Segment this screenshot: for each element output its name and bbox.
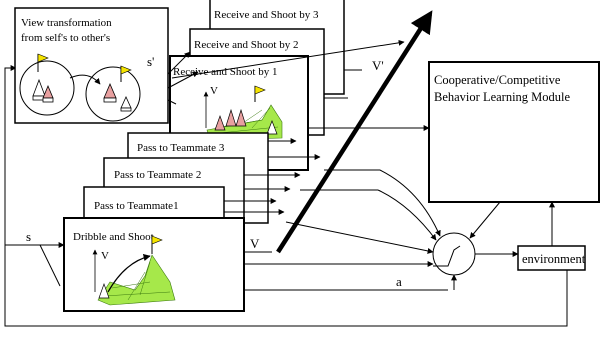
robot-icon: [42, 84, 54, 103]
robot-icon: [120, 96, 132, 112]
view-transform-line2: from self's to other's: [21, 32, 110, 44]
flag-icon: [120, 65, 132, 82]
view-transformation-box: View transformation from self's to other…: [14, 7, 169, 124]
dribble-shoot-box: Dribble and Shoot V: [63, 217, 245, 312]
environment-label: environment: [522, 252, 586, 266]
signal-s: s: [26, 229, 31, 244]
learning-module-box: Cooperative/Competitive Behavior Learnin…: [428, 61, 600, 203]
axis-v-label: V: [210, 85, 218, 97]
module-dribble: Dribble and Shoot: [73, 231, 154, 243]
learning-module-line1: Cooperative/Competitive: [434, 73, 561, 87]
learning-module-line2: Behavior Learning Module: [434, 90, 571, 104]
flag-icon: [37, 53, 49, 72]
value-surface-plot: V: [203, 85, 283, 141]
summation-node: [432, 232, 476, 276]
module-pass-3: Pass to Teammate 3: [137, 142, 225, 154]
signal-v-prime: V': [372, 58, 384, 73]
connector-arrows: [5, 51, 555, 291]
module-receive-1: Receive and Shoot by 1: [173, 66, 277, 78]
robot-icon: [214, 108, 278, 135]
axis-v-label: V: [101, 250, 109, 262]
robot-icon: [98, 282, 110, 299]
signal-v: V: [250, 236, 260, 251]
robot-icon: [103, 82, 117, 103]
view-transform-line1: View transformation: [21, 17, 112, 29]
robot-icon: [32, 78, 46, 101]
module-receive-2: Receive and Shoot by 2: [194, 39, 298, 51]
module-receive-3: Receive and Shoot by 3: [214, 9, 319, 21]
value-surface-plot: V: [92, 235, 176, 306]
module-pass-2: Pass to Teammate 2: [114, 169, 201, 181]
signal-s-prime: s': [147, 54, 154, 69]
feedback-line: [4, 65, 568, 327]
module-pass-1: Pass to Teammate1: [94, 200, 179, 212]
value-collector-line: [276, 10, 433, 254]
environment-box: environment: [517, 245, 586, 271]
signal-a: a: [396, 274, 402, 289]
